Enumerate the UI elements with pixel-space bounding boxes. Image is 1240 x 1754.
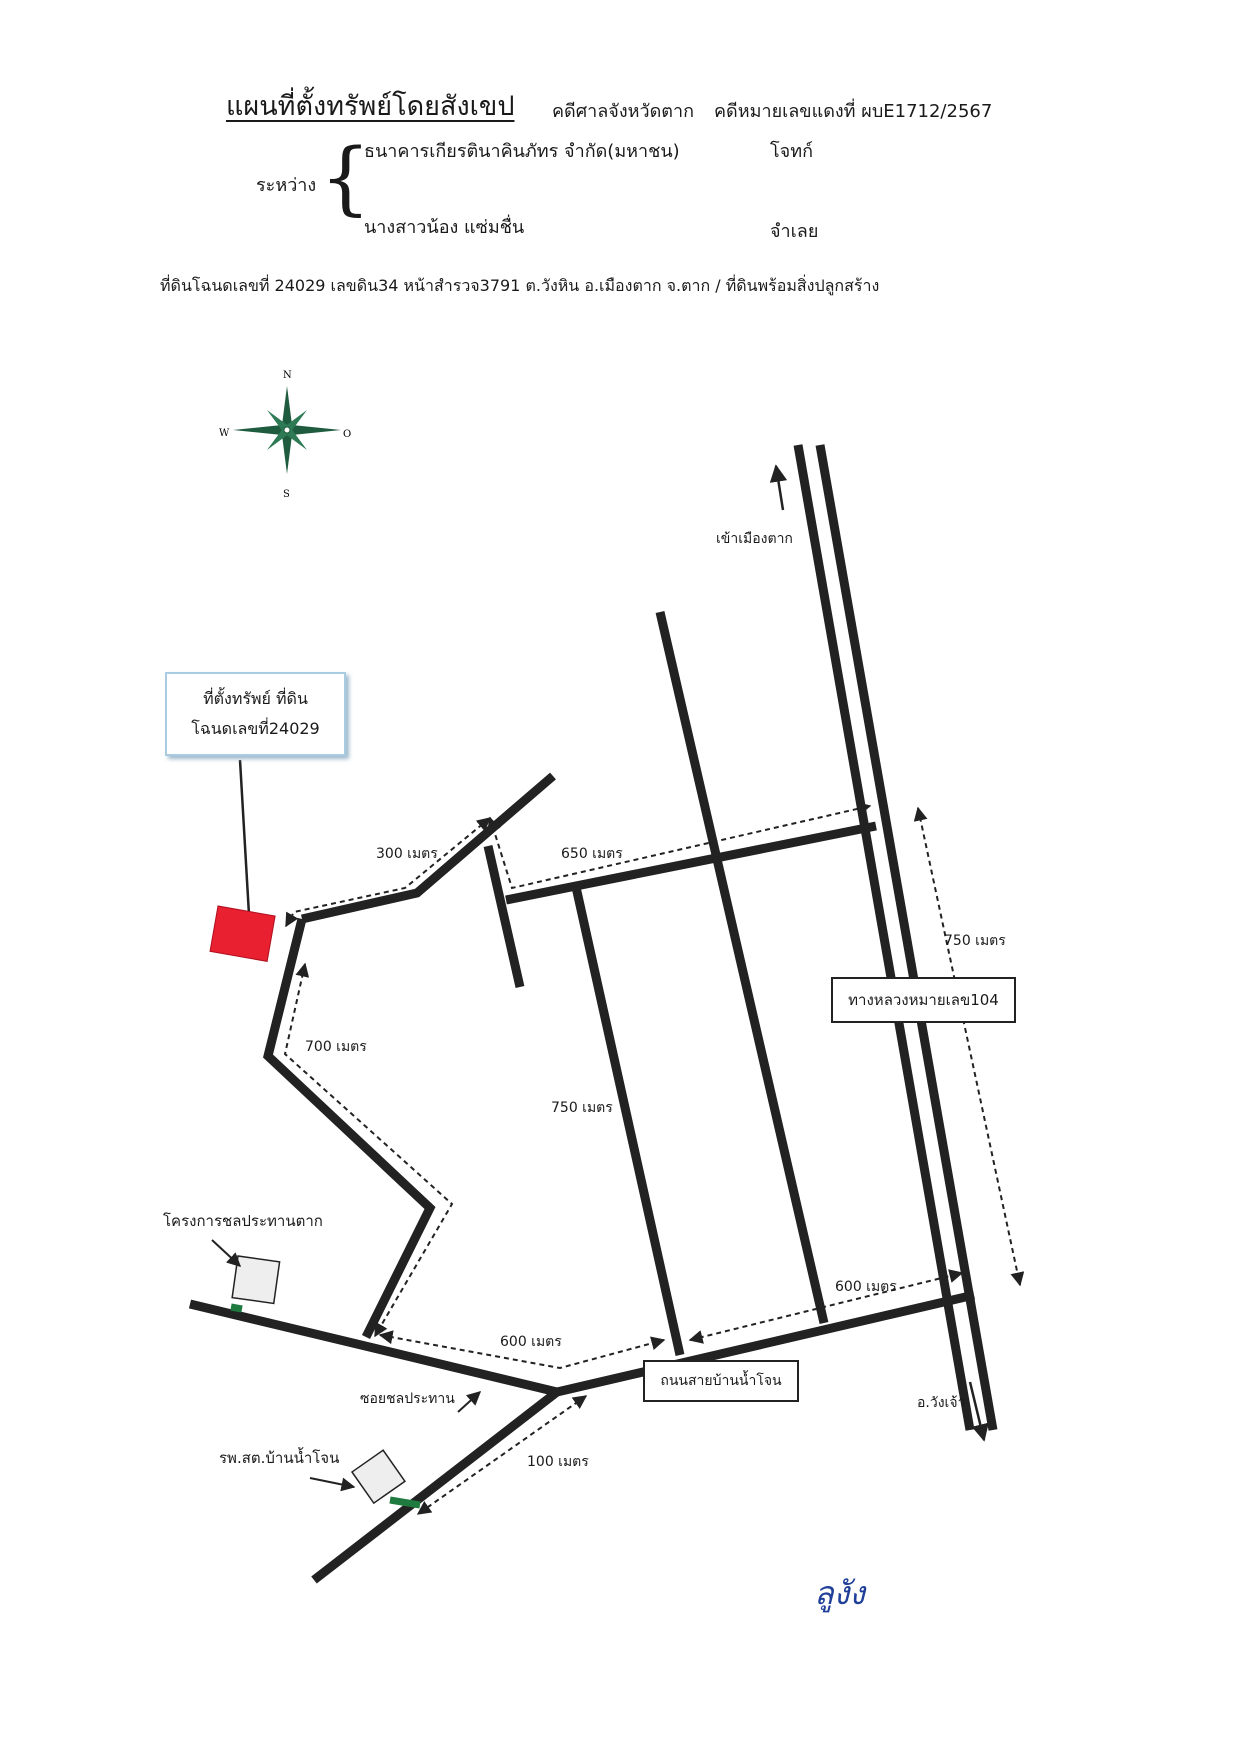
case-number: คดีหมายเลขแดงที่ ผบE1712/2567 [714, 101, 993, 122]
distance-600-left: 600 เมตร [500, 1334, 562, 1350]
property-callout: ที่ตั้งทรัพย์ ที่ดิน โฉนดเลขที่24029 [165, 672, 346, 756]
distance-750-mid: 750 เมตร [551, 1100, 613, 1116]
hospital-pointer [309, 1477, 356, 1492]
signature: ลูงัง [814, 1574, 865, 1612]
distance-100: 100 เมตร [527, 1454, 589, 1470]
brace: { [320, 131, 371, 224]
distance-700: 700 เมตร [305, 1039, 367, 1055]
hospital-building [350, 1449, 406, 1505]
soi-pointer [457, 1391, 482, 1413]
property-description: ที่ดินโฉนดเลขที่ 24029 เลขดิน34 หน้าสำรว… [160, 276, 880, 295]
green-mark [230, 1303, 243, 1313]
main-road-label: ถนนสายบ้านน้ำโจน [643, 1360, 799, 1402]
defendant-name: นางสาวน้อง แซ่มชื่น [364, 217, 525, 238]
callout-line-2: โฉนดเลขที่24029 [191, 719, 320, 738]
distance-arrows [283, 801, 1025, 1515]
map-title: แผนที่ตั้งทรัพย์โดยสังเขป [226, 91, 515, 122]
hospital-label: รพ.สต.บ้านน้ำโจน [219, 1449, 340, 1467]
green-mark [389, 1496, 421, 1509]
defendant-role: จำเลย [770, 221, 819, 242]
compass-south: S [283, 489, 290, 500]
plaintiff-role: โจทก์ [770, 141, 813, 162]
compass-rose-icon [233, 386, 341, 474]
soi-label: ซอยชลประทาน [360, 1391, 455, 1407]
to-tak-label: เข้าเมืองตาก [716, 531, 793, 547]
irrigation-pointer [211, 1239, 242, 1267]
south-arrow-icon [968, 1381, 989, 1442]
property-parcel [209, 905, 276, 962]
north-arrow-icon [769, 464, 788, 511]
compass-west: W [219, 428, 230, 439]
distance-650: 650 เมตร [561, 846, 623, 862]
compass-north: N [283, 370, 292, 381]
distance-600-right: 600 เมตร [835, 1279, 897, 1295]
callout-line-1: ที่ตั้งทรัพย์ ที่ดิน [203, 689, 308, 708]
callout-pointer [238, 759, 258, 934]
to-wang-chao-label: อ.วังเจ้า [917, 1395, 966, 1411]
highway-104-label: ทางหลวงหมายเลข104 [831, 977, 1016, 1023]
plaintiff-name: ธนาคารเกียรตินาคินภัทร จำกัด(มหาชน) [364, 141, 680, 162]
irrigation-project-label: โครงการชลประทานตาก [163, 1212, 323, 1230]
between-label: ระหว่าง [256, 175, 317, 196]
court-name: คดีศาลจังหวัดตาก [552, 101, 694, 122]
distance-300: 300 เมตร [376, 846, 438, 862]
compass-east: O [343, 429, 351, 440]
distance-750-right: 750 เมตร [944, 933, 1006, 949]
irrigation-project-building [231, 1255, 281, 1305]
